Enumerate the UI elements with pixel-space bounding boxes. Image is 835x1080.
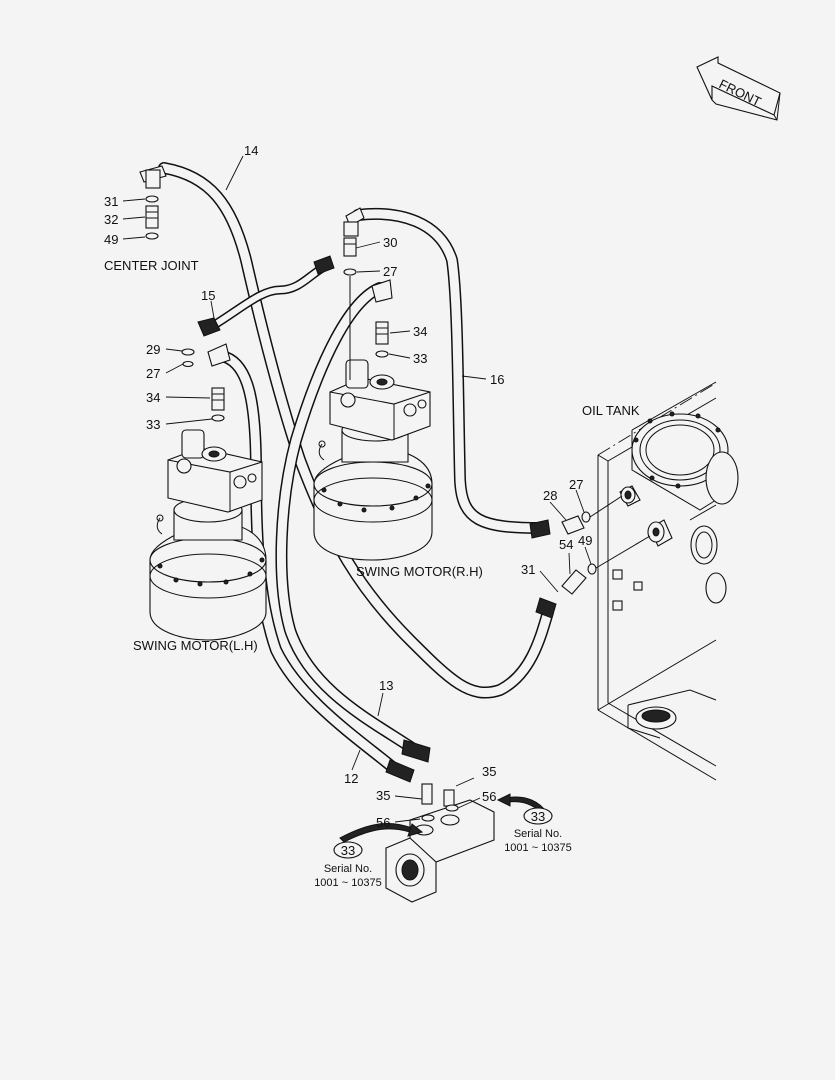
hose-end-fittings xyxy=(139,165,551,783)
callout-33-rh: 33 xyxy=(413,351,427,366)
serial-arrow-left-head xyxy=(407,823,424,837)
oil-tank xyxy=(597,381,739,781)
callout-33-lh: 33 xyxy=(146,417,160,432)
callout-56-left: 56 xyxy=(376,815,390,830)
serial-note-left-ref: 33 xyxy=(341,843,355,858)
tank-port-upper xyxy=(619,485,641,507)
callout-27-rh: 27 xyxy=(383,264,397,279)
callout-28: 28 xyxy=(543,488,557,503)
swing-motor-rh xyxy=(313,359,433,561)
oil-tank-label: OIL TANK xyxy=(582,403,640,418)
front-direction-arrow: FRONT xyxy=(696,56,781,121)
center-joint-label: CENTER JOINT xyxy=(104,258,199,273)
serial-note-left-label: Serial No. xyxy=(324,863,372,875)
callout-31-tank: 31 xyxy=(521,562,535,577)
hose-15 xyxy=(201,261,331,335)
callout-27-tank: 27 xyxy=(569,477,583,492)
serial-note-left-range: 1001 ~ 10375 xyxy=(314,877,382,889)
callout-14: 14 xyxy=(244,143,258,158)
hose-13 xyxy=(275,282,418,754)
serial-arrow-right-head xyxy=(496,793,511,807)
swing-motor-rh-label: SWING MOTOR(R.H) xyxy=(356,564,483,579)
serial-note-right-range: 1001 ~ 10375 xyxy=(504,842,572,854)
tank-side-fittings xyxy=(561,495,651,595)
callout-49-center: 49 xyxy=(104,232,118,247)
tank-port-lower xyxy=(647,519,673,547)
swing-motor-lh xyxy=(149,429,267,641)
labels: CENTER JOINT SWING MOTOR(L.H) SWING MOTO… xyxy=(104,143,640,830)
callout-27-lh: 27 xyxy=(146,366,160,381)
callout-13: 13 xyxy=(379,678,393,693)
callout-54: 54 xyxy=(559,537,573,552)
callout-16: 16 xyxy=(490,372,504,387)
callout-30: 30 xyxy=(383,235,397,250)
serial-note-right-label: Serial No. xyxy=(514,828,562,840)
callout-35-left: 35 xyxy=(376,788,390,803)
tank-access-cover xyxy=(631,411,729,489)
callout-32: 32 xyxy=(104,212,118,227)
swing-motor-lh-label: SWING MOTOR(L.H) xyxy=(133,638,258,653)
swing-motor-rh-fittings xyxy=(343,237,389,380)
callout-34-lh: 34 xyxy=(146,390,160,405)
hose-16 xyxy=(352,207,546,534)
center-joint-fittings xyxy=(145,195,159,240)
callout-15: 15 xyxy=(201,288,215,303)
callout-49-tank: 49 xyxy=(578,533,592,548)
callout-34-rh: 34 xyxy=(413,324,427,339)
swing-motor-lh-fittings xyxy=(181,348,225,422)
manifold-block-33 xyxy=(385,783,495,903)
callout-leaders xyxy=(122,155,592,823)
callout-31-center: 31 xyxy=(104,194,118,209)
callout-12: 12 xyxy=(344,771,358,786)
serial-note-right-ref: 33 xyxy=(531,809,545,824)
callout-56-right: 56 xyxy=(482,789,496,804)
callout-35-right: 35 xyxy=(482,764,496,779)
serial-note-right: 33 Serial No. 1001 ~ 10375 xyxy=(504,807,572,854)
serial-note-left: 33 Serial No. 1001 ~ 10375 xyxy=(314,841,382,889)
callout-29: 29 xyxy=(146,342,160,357)
